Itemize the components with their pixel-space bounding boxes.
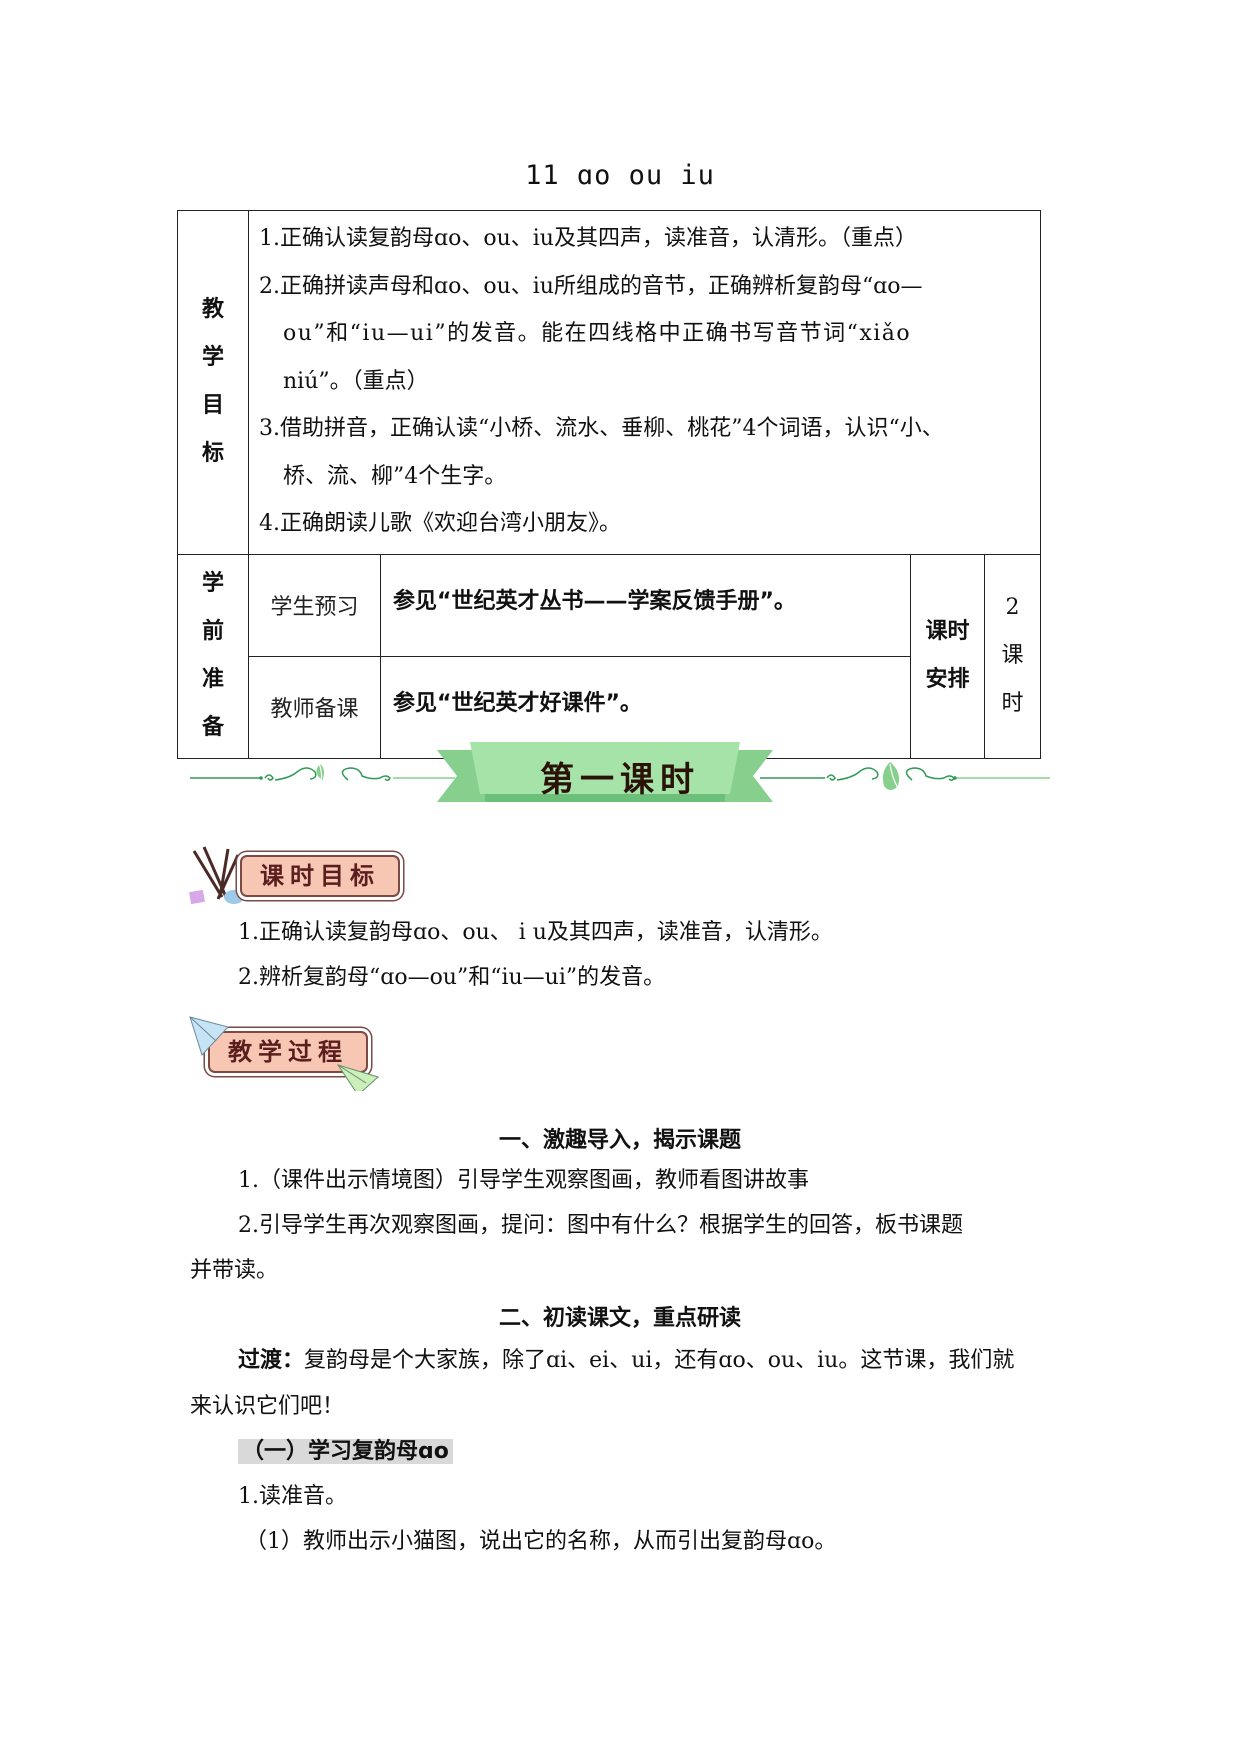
goal-item: 1.正确认读复韵母ɑo、ou、iu及其四声，读准音，认清形。（重点） bbox=[259, 215, 1030, 263]
teacher-prep-row: 教师备课 参见“世纪英才好课件”。 bbox=[178, 655, 1041, 759]
schedule-label-line: 课时 bbox=[925, 619, 970, 644]
schedule-label-line: 安排 bbox=[925, 667, 970, 692]
process-tag-label: 教学过程 bbox=[208, 1031, 368, 1073]
prep-label: 学 前 准 备 bbox=[177, 553, 249, 759]
goals-content: 1.正确认读复韵母ɑo、ou、iu及其四声，读准音，认清形。（重点） 2.正确拼… bbox=[248, 210, 1041, 555]
step: 1.读准音。 bbox=[238, 1484, 347, 1509]
transition-label: 过渡： bbox=[238, 1348, 305, 1373]
step-detail: （1）教师出示小猫图，说出它的名称，从而引出复韵母ɑo。 bbox=[245, 1529, 837, 1554]
paper-plane-icon bbox=[189, 1016, 379, 1091]
lesson-banner: 第一课时 bbox=[185, 740, 1055, 810]
lesson-goal-item: 2.辨析复韵母“ɑo—ou”和“iu—ui”的发音。 bbox=[238, 965, 666, 990]
student-prep-label: 学生预习 bbox=[248, 553, 381, 657]
sub-heading: （一）学习复韵母ɑo bbox=[238, 1437, 453, 1467]
schedule-value: 2 课 时 bbox=[984, 553, 1041, 759]
paragraph: 1.（课件出示情境图）引导学生观察图画，教师看图讲故事 bbox=[238, 1168, 809, 1193]
prep-label-char: 备 bbox=[201, 715, 224, 740]
transition-text: 复韵母是个大家族，除了ɑi、ei、ui，还有ɑo、ou、iu。这节课，我们就 bbox=[304, 1348, 1015, 1373]
goal-text: 1.正确认读复韵母ɑo、ou、iu及其四声，读准音，认清形。（重点） bbox=[259, 226, 917, 251]
prep-label-char: 学 bbox=[201, 571, 224, 596]
transition-paragraph: 过渡：复韵母是个大家族，除了ɑi、ei、ui，还有ɑo、ou、iu。这节课，我们… bbox=[238, 1346, 1014, 1376]
goals-label: 教 学 目 标 bbox=[177, 210, 249, 555]
lesson-goal-item: 1.正确认读复韵母ɑo、ou、 i u及其四声，读准音，认清形。 bbox=[238, 920, 833, 945]
sub-heading-text: （一）学习复韵母ɑo bbox=[238, 1439, 453, 1464]
student-prep-text: 参见“世纪英才丛书——学案反馈手册”。 bbox=[380, 553, 911, 657]
schedule-label: 课时 安排 bbox=[910, 553, 985, 759]
goal-text: 4.正确朗读儿歌《欢迎台湾小朋友》。 bbox=[259, 511, 621, 536]
student-prep-row: 学 前 准 备 学生预习 参见“世纪英才丛书——学案反馈手册”。 课时 安排 2… bbox=[177, 553, 1041, 759]
teacher-prep-text: 参见“世纪英才好课件”。 bbox=[380, 655, 911, 759]
schedule-value-char: 2 bbox=[1005, 595, 1020, 620]
prep-label-char: 准 bbox=[201, 667, 224, 692]
section-heading: 一、激趣导入，揭示课题 bbox=[498, 1128, 741, 1153]
goal-text-continued: ou”和“iu—ui”的发音。能在四线格中正确书写音节词“xiǎo bbox=[283, 321, 912, 346]
goals-row: 教 学 目 标 1.正确认读复韵母ɑo、ou、iu及其四声，读准音，认清形。（重… bbox=[177, 210, 1041, 555]
goals-label-char: 学 bbox=[201, 345, 224, 371]
goal-item: 3.借助拼音，正确认读“小桥、流水、垂柳、桃花”4个词语，认识“小、 桥、流、柳… bbox=[259, 405, 1030, 500]
goal-text-continued: 桥、流、柳”4个生字。 bbox=[283, 463, 507, 489]
goal-item: 4.正确朗读儿歌《欢迎台湾小朋友》。 bbox=[259, 500, 1030, 548]
schedule-value-char: 时 bbox=[1001, 691, 1024, 716]
teacher-prep-label: 教师备课 bbox=[248, 655, 381, 759]
paragraph: 2.引导学生再次观察图画，提问：图中有什么？根据学生的回答，板书课题 bbox=[238, 1213, 963, 1238]
schedule-value-char: 课 bbox=[1001, 643, 1024, 668]
banner-decoration-icon bbox=[190, 742, 1050, 802]
goals-label-char: 标 bbox=[201, 441, 224, 467]
prep-label-char: 前 bbox=[201, 619, 224, 644]
brushes-icon bbox=[189, 846, 244, 905]
paragraph-continued: 并带读。 bbox=[190, 1258, 279, 1283]
lesson-goals-tag: 课时目标 bbox=[188, 845, 403, 910]
paragraph-continued: 来认识它们吧！ bbox=[190, 1394, 345, 1419]
banner-label: 第一课时 bbox=[540, 760, 700, 800]
goal-text: 2.正确拼读声母和ɑo、ou、iu所组成的音节，正确辨析复韵母“ɑo— bbox=[259, 273, 923, 299]
goal-text-continued: niú”。（重点） bbox=[283, 368, 429, 394]
goal-text: 3.借助拼音，正确认读“小桥、流水、垂柳、桃花”4个词语，认识“小、 bbox=[259, 416, 944, 441]
process-tag: 教学过程 bbox=[188, 1003, 403, 1091]
goal-item: 2.正确拼读声母和ɑo、ou、iu所组成的音节，正确辨析复韵母“ɑo— ou”和… bbox=[259, 263, 1030, 406]
goals-label-char: 目 bbox=[201, 393, 224, 419]
goals-label-char: 教 bbox=[201, 297, 224, 323]
lesson-goals-tag-label: 课时目标 bbox=[240, 855, 400, 897]
lesson-plan-table: 教 学 目 标 1.正确认读复韵母ɑo、ou、iu及其四声，读准音，认清形。（重… bbox=[177, 210, 1041, 759]
document-title: 11 ɑo ou iu bbox=[525, 160, 715, 191]
section-heading: 二、初读课文，重点研读 bbox=[498, 1306, 741, 1331]
